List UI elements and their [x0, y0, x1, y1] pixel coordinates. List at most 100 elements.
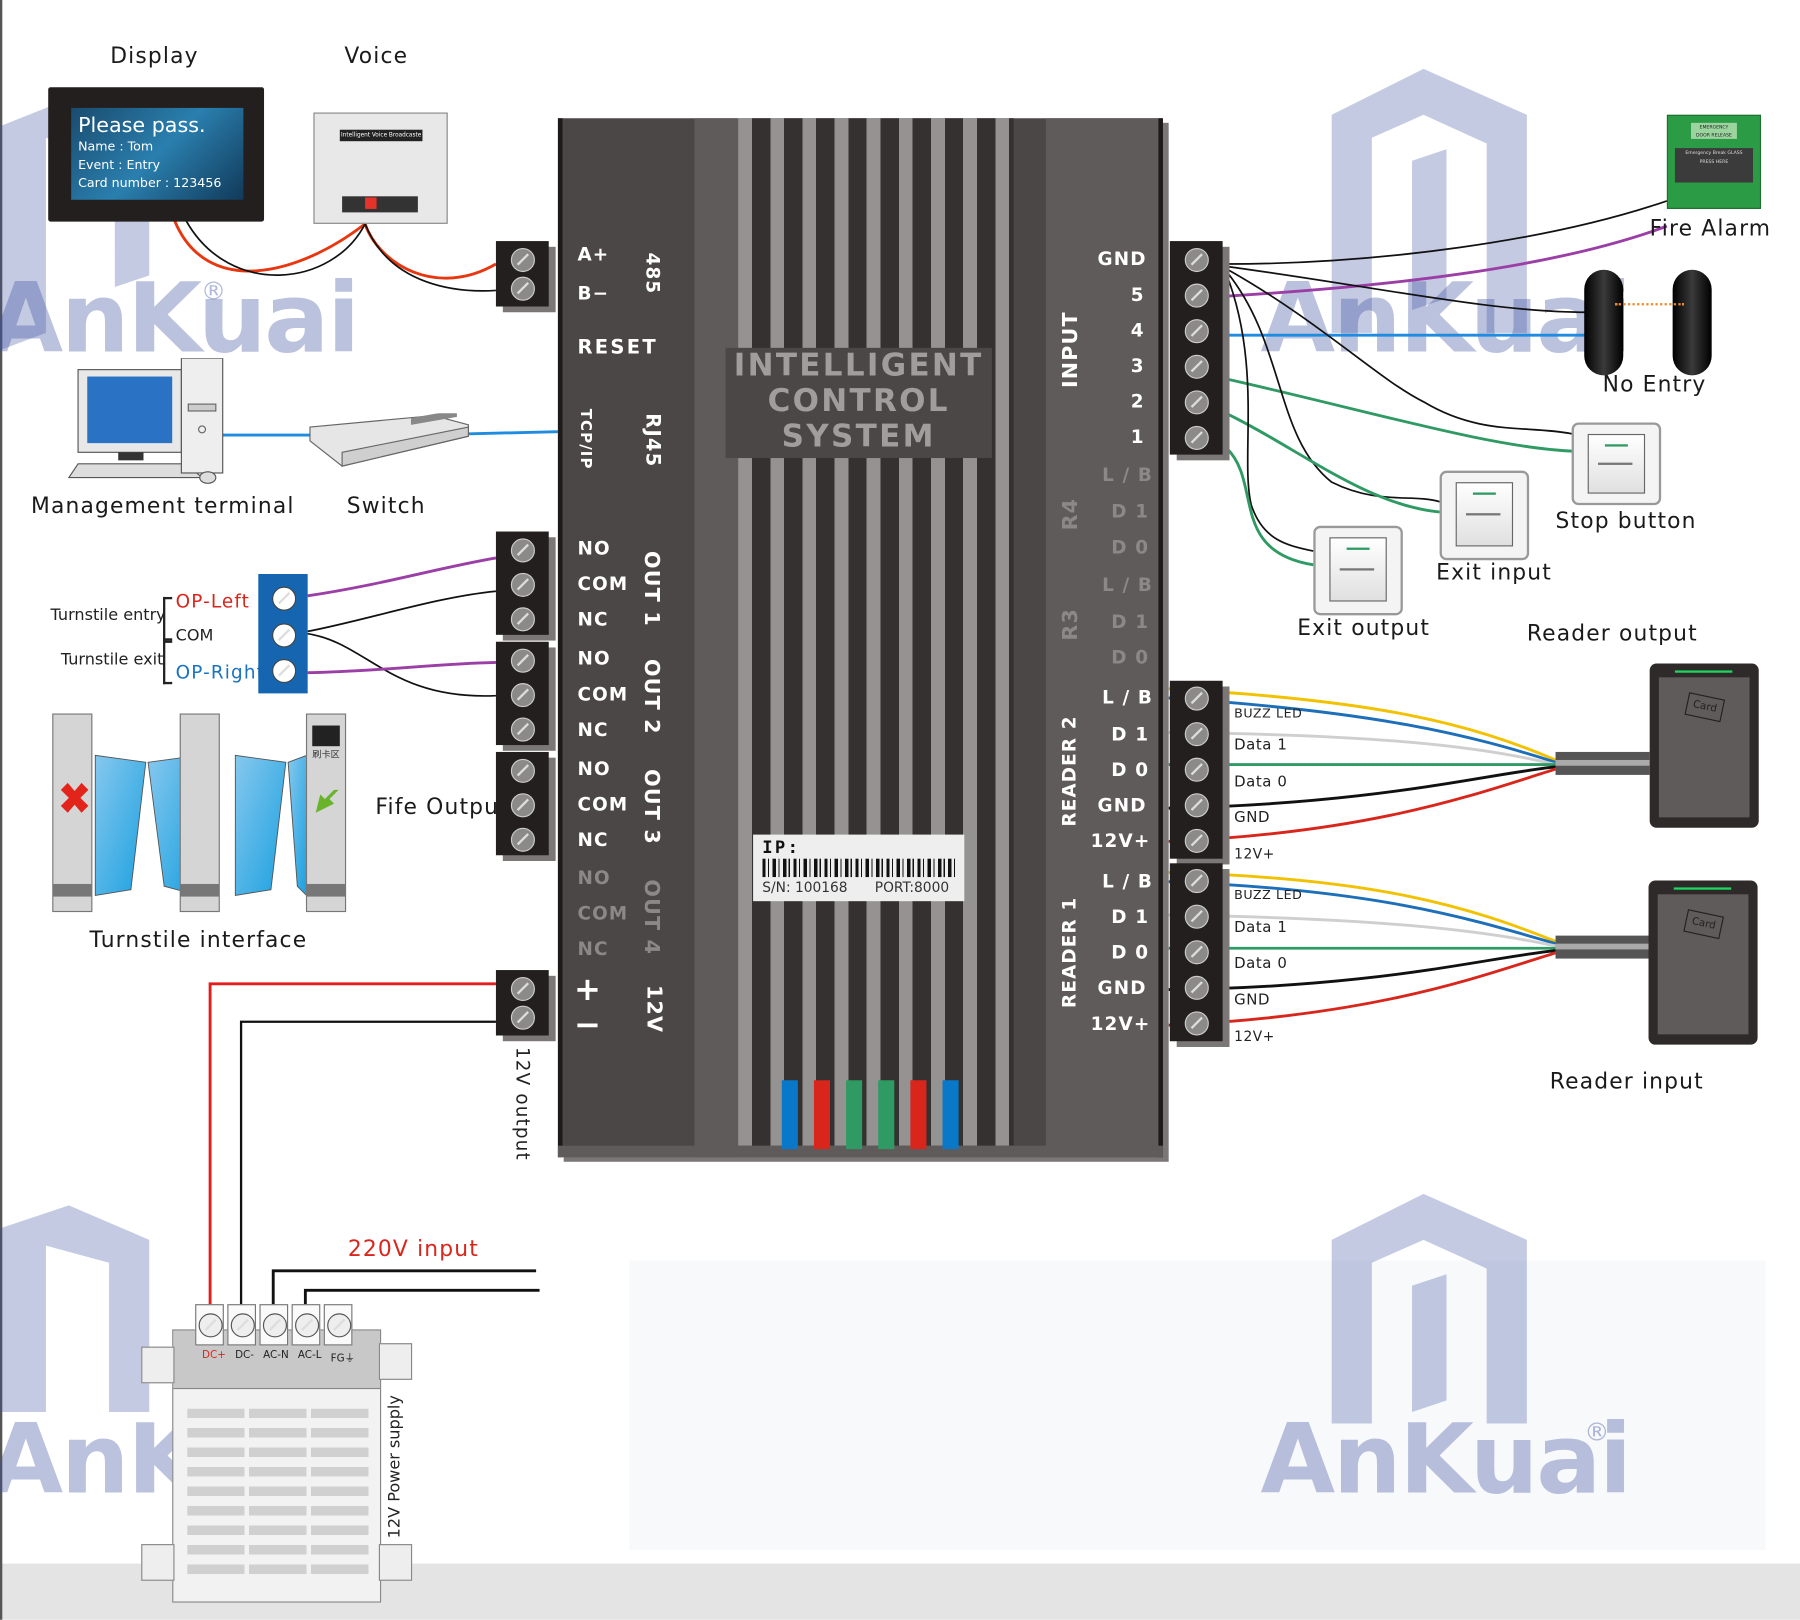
- screw-terminal[interactable]: [1184, 828, 1209, 853]
- wire-label-gnd: GND: [1234, 991, 1271, 1010]
- display-line: Event : Entry: [78, 157, 161, 173]
- com-label: COM: [175, 626, 214, 646]
- group-label-reader2: READER 2: [1058, 715, 1081, 827]
- no-entry-label: No Entry: [1602, 371, 1707, 398]
- screw-terminal[interactable]: [510, 607, 535, 632]
- screw-terminal[interactable]: [510, 827, 535, 852]
- controller-side-panel-left: [694, 118, 739, 1158]
- wire-exit-output-1: [1225, 446, 1314, 567]
- registered-mark: ®: [1584, 1418, 1610, 1448]
- screw-terminal[interactable]: [510, 976, 535, 1002]
- screw-terminal[interactable]: [272, 586, 297, 611]
- wire-label-12v: 12V+: [1234, 846, 1275, 863]
- heatsink-fins: [738, 118, 1014, 1146]
- screw-terminal[interactable]: [510, 1005, 535, 1030]
- input-5: 5: [1130, 283, 1145, 306]
- watermark-logo-top-left: [0, 103, 150, 351]
- led-bar: [846, 1080, 863, 1150]
- exit-output-device[interactable]: [1313, 525, 1403, 616]
- screw-terminal[interactable]: [1184, 975, 1209, 1000]
- screw-terminal[interactable]: [1184, 425, 1209, 451]
- voice-label: Voice: [344, 43, 409, 69]
- screw-terminal[interactable]: [510, 793, 535, 818]
- terminal-ac-l[interactable]: [291, 1304, 321, 1346]
- turnstile-graphic: [52, 713, 347, 913]
- controller-left-strip: [557, 118, 563, 1158]
- screw-terminal[interactable]: [1184, 757, 1209, 782]
- screw-terminal[interactable]: [1184, 319, 1209, 344]
- screw-terminal[interactable]: [1184, 940, 1209, 965]
- out2-com: COM: [577, 683, 629, 705]
- screw-terminal[interactable]: [1184, 686, 1209, 711]
- controller-title-line: SYSTEM: [781, 419, 936, 455]
- out3-nc: NC: [577, 828, 609, 851]
- wire-r2-yellow: [1168, 687, 1557, 762]
- tcpip-label: TCP/IP: [576, 408, 594, 470]
- screw-terminal[interactable]: [272, 623, 297, 648]
- controller-bottom-lip: [557, 1145, 1163, 1158]
- card-reader-input: Card: [1648, 880, 1758, 1045]
- label-dc-plus: DC+: [202, 1350, 226, 1362]
- wire-r1-blue: [1168, 880, 1556, 946]
- screw-terminal[interactable]: [1184, 283, 1209, 308]
- screw-terminal[interactable]: [272, 658, 297, 684]
- screw-terminal[interactable]: [510, 717, 535, 742]
- op-right-label: OP-Right: [175, 661, 265, 684]
- wire-label-12v: 12V+: [1234, 1028, 1275, 1045]
- display-device: Please pass. Name : Tom Event : Entry Ca…: [48, 87, 265, 222]
- reset-label: RESET: [577, 336, 658, 360]
- terminal-block-out2: [495, 641, 549, 746]
- screw-terminal[interactable]: [510, 648, 535, 673]
- screw-terminal[interactable]: [1184, 722, 1209, 747]
- terminal-fg[interactable]: [323, 1304, 353, 1346]
- led-bar: [942, 1080, 959, 1150]
- input-3: 3: [1130, 354, 1145, 377]
- stop-button-device[interactable]: [1571, 422, 1662, 506]
- screw-terminal[interactable]: [510, 538, 535, 563]
- screw-terminal[interactable]: [510, 247, 535, 273]
- screw-terminal[interactable]: [510, 758, 535, 783]
- screw-terminal: [327, 1313, 352, 1338]
- reader2-d1: D 1: [1111, 723, 1150, 746]
- screw-terminal[interactable]: [1184, 793, 1209, 818]
- screw-terminal[interactable]: [1184, 1011, 1209, 1036]
- reader-input-label: Reader input: [1549, 1068, 1704, 1095]
- group-label-rj45: RJ45: [640, 413, 664, 468]
- group-label-reader1: READER 1: [1058, 896, 1081, 1008]
- terminal-dc-minus[interactable]: [227, 1304, 257, 1346]
- screw-terminal[interactable]: [1184, 247, 1209, 273]
- terminal-dc-plus[interactable]: [195, 1304, 224, 1346]
- screw-terminal[interactable]: [510, 572, 535, 597]
- screw-terminal[interactable]: [1184, 904, 1209, 929]
- display-line: Name : Tom: [78, 138, 154, 154]
- label-ac-n: AC-N: [263, 1350, 289, 1362]
- screw-terminal[interactable]: [1184, 390, 1209, 415]
- pin-label-b-minus: B−: [577, 282, 610, 305]
- input-2: 2: [1130, 390, 1145, 413]
- label-ac-l: AC-L: [297, 1350, 322, 1362]
- r3-lb: L / B: [1102, 574, 1154, 596]
- beam-sensor-right: [1672, 269, 1712, 376]
- 12v-output-label: 12V output: [512, 1046, 534, 1161]
- group-label-out1: OUT 1: [639, 551, 664, 627]
- reader1-12v: 12V+: [1090, 1012, 1151, 1035]
- screw-terminal[interactable]: [510, 276, 535, 301]
- screw-terminal[interactable]: [1184, 354, 1209, 379]
- exit-input-device[interactable]: [1439, 470, 1530, 561]
- terminal-block-reader2: [1169, 680, 1223, 859]
- reader1-lb: L / B: [1102, 870, 1154, 892]
- display-line: Card number : 123456: [78, 175, 222, 191]
- power-plus: +: [574, 970, 603, 1008]
- wire-exit-input-2: [1225, 411, 1440, 514]
- mount-tab: [141, 1544, 175, 1581]
- terminal-ac-n[interactable]: [259, 1304, 289, 1346]
- screw-terminal[interactable]: [1184, 869, 1209, 894]
- wire-label-data1: Data 1: [1234, 737, 1288, 755]
- card-area-text: 刷卡区: [312, 749, 340, 760]
- left-border: [0, 0, 3, 1620]
- screw-terminal[interactable]: [510, 683, 535, 708]
- out2-no: NO: [577, 647, 611, 670]
- r4-d1: D 1: [1111, 500, 1150, 523]
- watermark-text: AnKuai: [1260, 1402, 1633, 1516]
